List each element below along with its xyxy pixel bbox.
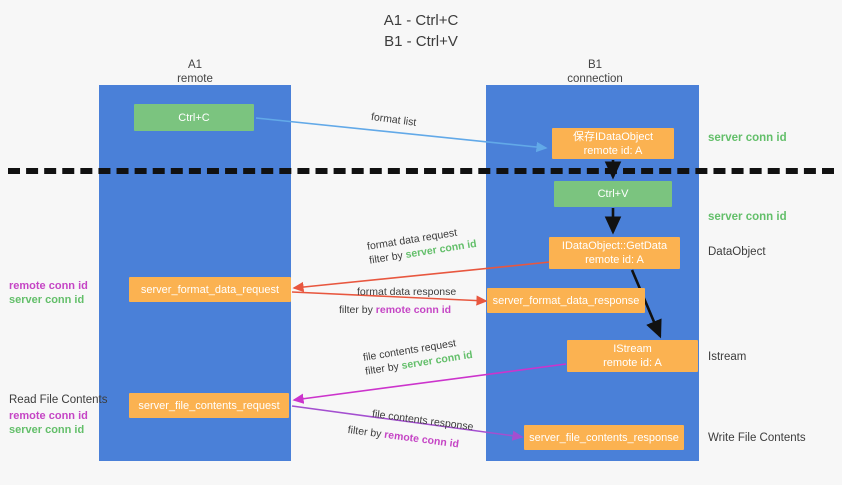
box-server-file-contents-response[interactable]: server_file_contents_response xyxy=(524,425,684,450)
column-header-a1: A1 remote xyxy=(120,58,270,86)
box-server-file-contents-response-label: server_file_contents_response xyxy=(529,431,679,444)
label-server-conn-id-2: server conn id xyxy=(9,424,85,436)
diagram-title: A1 - Ctrl+C B1 - Ctrl+V xyxy=(0,10,842,52)
box-server-file-contents-request-label: server_file_contents_request xyxy=(138,399,280,412)
separator-dashed-line xyxy=(8,168,834,174)
label-dataobject: DataObject xyxy=(708,246,766,258)
flow-label-file-contents-response: file contents response filter by remote … xyxy=(347,407,475,453)
box-idataobject-line1: 保存IDataObject xyxy=(572,130,654,143)
label-istream: Istream xyxy=(708,351,747,363)
box-istream-line1: IStream xyxy=(613,343,652,355)
box-server-format-data-request[interactable]: server_format_data_request xyxy=(129,277,291,302)
filter-value: remote conn id xyxy=(383,428,460,451)
label-conn-ids-format: remote conn id server conn id xyxy=(9,279,88,307)
box-getdata-line1: IDataObject::GetData xyxy=(561,240,668,252)
box-istream-line2: remote id: A xyxy=(603,357,662,369)
box-server-format-data-response-label: server_format_data_response xyxy=(492,294,640,307)
box-istream[interactable]: IStream remote id: A xyxy=(567,340,698,372)
flow-label-format-list: format list xyxy=(370,110,417,129)
flow-label-file-contents-request: file contents request filter by server c… xyxy=(362,334,474,379)
box-getdata[interactable]: IDataObject::GetData remote id: A xyxy=(549,237,680,269)
title-line-1: A1 - Ctrl+C xyxy=(383,12,459,29)
title-line-2: B1 - Ctrl+V xyxy=(384,33,458,50)
box-ctrl-c[interactable]: Ctrl+C xyxy=(134,104,254,131)
box-server-format-data-response[interactable]: server_format_data_response xyxy=(487,288,645,313)
column-a1-name: A1 xyxy=(187,59,203,71)
box-idataobject[interactable]: 保存IDataObject remote id: A xyxy=(552,128,674,159)
filter-prefix: filter by xyxy=(347,423,386,441)
flow-label-format-data-response-filter: filter by remote conn id xyxy=(339,303,456,317)
label-remote-conn-id-2: remote conn id xyxy=(9,410,88,422)
box-ctrl-v[interactable]: Ctrl+V xyxy=(554,181,672,207)
box-server-file-contents-request[interactable]: server_file_contents_request xyxy=(129,393,289,418)
flow-label-format-data-response-text: format data response xyxy=(357,286,457,298)
label-write-file-contents: Write File Contents xyxy=(708,432,806,444)
label-server-conn-id-1: server conn id xyxy=(9,294,85,306)
column-b1-name: B1 xyxy=(587,59,603,71)
label-read-file-contents: Read File Contents xyxy=(9,394,108,406)
label-remote-conn-id-1: remote conn id xyxy=(9,280,88,292)
filter-value: remote conn id xyxy=(375,304,452,316)
box-ctrl-c-label: Ctrl+C xyxy=(178,111,210,124)
label-server-conn-id-top: server conn id xyxy=(708,132,787,144)
flow-label-format-data-response: format data response filter by remote co… xyxy=(339,285,457,317)
box-idataobject-line2: remote id: A xyxy=(583,144,643,157)
flow-label-format-data-request: format data request filter by server con… xyxy=(366,223,478,268)
box-ctrl-v-label: Ctrl+V xyxy=(597,188,629,200)
box-getdata-line2: remote id: A xyxy=(585,254,644,266)
label-conn-ids-file: remote conn id server conn id xyxy=(9,409,88,437)
filter-prefix: filter by xyxy=(339,304,376,316)
label-server-conn-id-mid: server conn id xyxy=(708,211,787,223)
column-header-b1: B1 connection xyxy=(520,58,670,86)
column-b1-sub: connection xyxy=(567,73,623,85)
column-a1-sub: remote xyxy=(177,73,213,85)
box-server-format-data-request-label: server_format_data_request xyxy=(140,283,280,296)
